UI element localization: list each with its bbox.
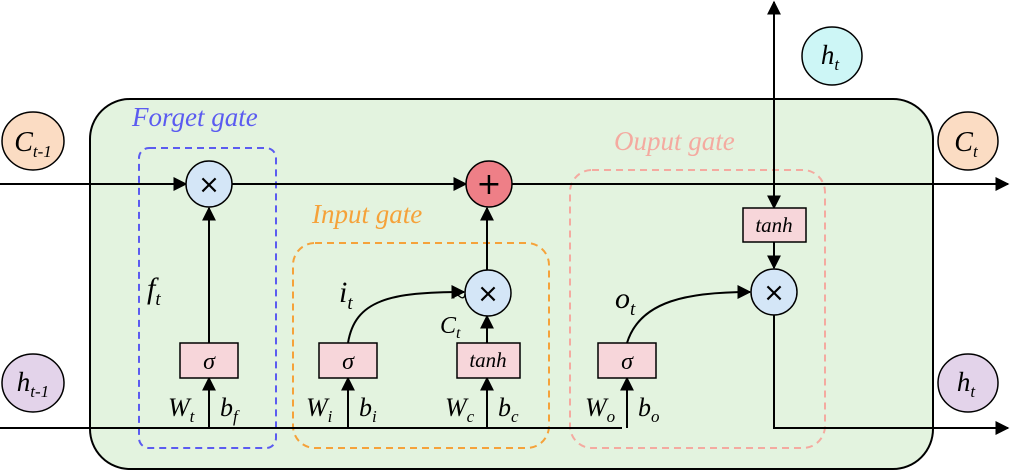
tanh-label: tanh <box>469 348 506 372</box>
svg-text:bf: bf <box>220 393 240 426</box>
svg-text:bi: bi <box>359 393 377 426</box>
add-node: + <box>465 160 513 208</box>
svg-text:Ct-1: Ct-1 <box>14 127 52 161</box>
output-tanh-box: tanh <box>742 207 807 243</box>
multiply-icon: × <box>477 279 499 309</box>
multiply-icon: × <box>763 278 785 308</box>
svg-text:Wi: Wi <box>306 393 333 426</box>
h-next-base: h <box>957 367 971 397</box>
svg-text:Wo: Wo <box>585 393 615 426</box>
h-prev-sub: t-1 <box>30 382 49 401</box>
h-next-sub: t <box>970 382 976 401</box>
svg-text:Wc: Wc <box>445 393 475 426</box>
sigma-label: σ <box>342 349 355 375</box>
svg-text:ht-1: ht-1 <box>17 367 49 401</box>
candidate-signal-label: ~ Ct <box>440 282 466 342</box>
c-prev-sub: t-1 <box>33 142 52 161</box>
c-prev-base: C <box>14 127 33 158</box>
output-sigma-box: σ <box>597 342 657 379</box>
c-next-node: Ct <box>937 111 999 171</box>
h-top-sub: t <box>834 55 840 74</box>
h-prev-base: h <box>17 367 31 397</box>
svg-text:Ct: Ct <box>954 127 979 161</box>
input-weights: Wi bi <box>306 393 377 426</box>
hidden-state-out <box>773 315 1010 435</box>
output-to-multiply-curve <box>626 285 752 344</box>
input-gate-region <box>292 242 550 449</box>
cand-tanh-box: tanh <box>456 342 521 379</box>
svg-text:ht: ht <box>957 367 977 401</box>
cell-body <box>89 98 934 470</box>
tanh-label: tanh <box>755 213 792 237</box>
svg-text:bc: bc <box>498 393 519 426</box>
forget-multiply-node: × <box>185 160 233 208</box>
c-next-sub: t <box>973 142 979 161</box>
forget-gate-label: Forget gate <box>131 102 258 132</box>
output-multiply-node: × <box>750 268 798 316</box>
output-gate-region <box>569 169 826 449</box>
c-prev-node: Ct-1 <box>1 111 65 171</box>
input-multiply-node: × <box>464 269 512 317</box>
multiply-icon: × <box>198 170 220 200</box>
h-next-node: ht <box>937 353 999 413</box>
input-to-multiply-curve <box>347 285 466 344</box>
input-gate-label: Input gate <box>311 199 422 229</box>
h-prev-node: ht-1 <box>1 353 65 413</box>
tilde-mark: ~ <box>452 282 466 311</box>
output-weights: Wo bo <box>585 393 660 426</box>
sigma-label: σ <box>203 349 216 375</box>
output-signal-label: ot <box>615 282 636 320</box>
h-top-node: ht <box>801 26 863 86</box>
svg-text:Wt: Wt <box>168 393 196 426</box>
input-sigma-box: σ <box>318 342 378 379</box>
c-next-base: C <box>954 127 973 158</box>
forget-sigma-box: σ <box>179 342 239 379</box>
plus-icon: + <box>476 167 501 202</box>
sigma-label: σ <box>621 349 634 375</box>
svg-text:ht: ht <box>821 40 841 74</box>
forget-gate-region <box>138 147 277 449</box>
input-signal-label: it <box>339 276 353 314</box>
output-gate-label: Ouput gate <box>614 126 735 156</box>
forget-weights: Wt bf <box>168 393 240 426</box>
h-top-base: h <box>821 40 835 70</box>
cand-weights: Wc bc <box>445 393 519 426</box>
svg-text:bo: bo <box>638 393 660 426</box>
svg-text:Ct: Ct <box>440 313 461 342</box>
